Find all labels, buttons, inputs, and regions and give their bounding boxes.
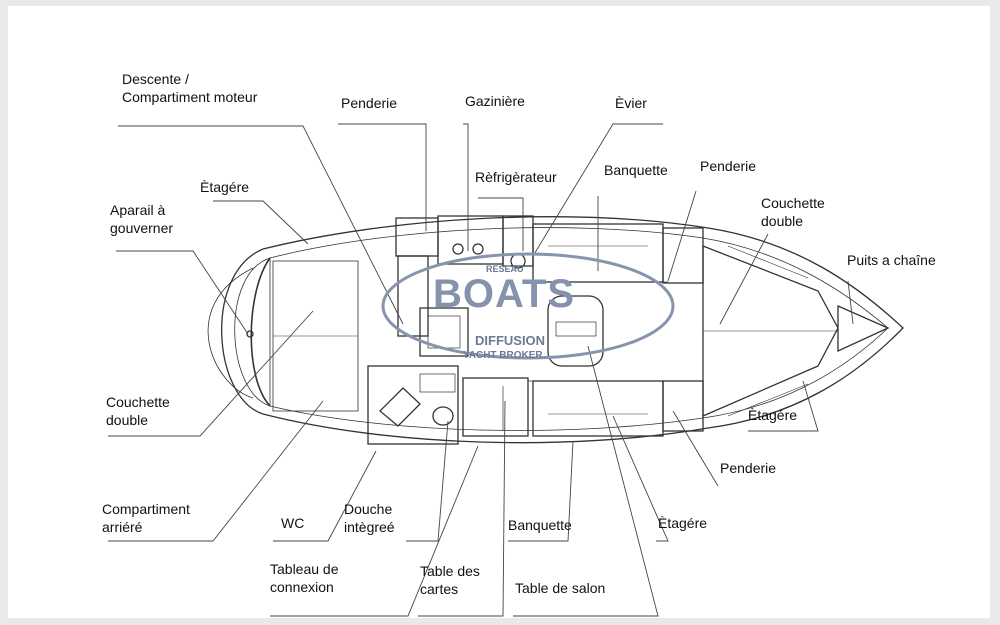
label-table-cartes-line1: Table des: [420, 563, 480, 579]
label-compartiment-line1: Compartiment: [102, 501, 190, 517]
saloon-table: [547, 295, 604, 367]
label-compartiment: Compartiment arriéré: [102, 500, 190, 536]
label-table-cartes-line2: cartes: [420, 581, 459, 597]
boat-layout-diagram: [108, 123, 904, 617]
label-douche: Douche intègreé: [344, 500, 395, 536]
label-couchette-left-line1: Couchette: [106, 394, 170, 410]
label-aparail-line2: gouverner: [110, 220, 174, 236]
label-tableau: Tableau de connexion: [270, 560, 339, 596]
label-tableau-line2: connexion: [270, 579, 334, 595]
label-evier: Èvier: [615, 95, 647, 111]
wardrobe-fwd-bottom: [662, 380, 704, 432]
label-descente-line2: Compartiment moteur: [122, 89, 258, 105]
watermark-ellipse: [381, 252, 675, 360]
label-puits: Puits a chaîne: [847, 252, 936, 268]
label-couchette-right-line2: double: [761, 213, 804, 229]
label-couchette-left-line2: double: [106, 412, 149, 428]
label-penderie-top: Penderie: [341, 95, 398, 111]
chain-locker: [837, 305, 890, 353]
label-refrigerateur: Rèfrigèrateur: [475, 169, 557, 185]
label-tableau-line1: Tableau de: [270, 561, 339, 577]
label-couchette-right-line1: Couchette: [761, 195, 825, 211]
watermark-line1: RESEAU: [486, 264, 524, 274]
label-aparail: Aparail à gouverner: [110, 201, 173, 237]
label-douche-line2: intègreé: [344, 519, 395, 535]
label-couchette-left: Couchette double: [106, 393, 170, 429]
label-banquette-top: Banquette: [604, 162, 668, 178]
label-table-cartes: Table des cartes: [420, 562, 480, 598]
engine-box: [419, 307, 469, 357]
hull-inner: [234, 227, 889, 431]
chart-table: [462, 377, 529, 437]
rudder-arc: [207, 267, 254, 399]
watermark-line4: YACHT BROKER: [463, 350, 543, 361]
label-banquette-bottom: Banquette: [508, 517, 572, 533]
label-etagere-top: Ètagére: [200, 179, 250, 195]
label-etagere-bottom: Ètagére: [658, 515, 708, 531]
label-table-salon: Table de salon: [515, 580, 606, 596]
label-compartiment-line2: arriéré: [102, 519, 143, 535]
diagram-sheet: Descente / Compartiment moteur Penderie …: [8, 6, 990, 618]
label-descente: Descente / Compartiment moteur: [122, 70, 257, 106]
label-penderie-bottom: Penderie: [720, 460, 777, 476]
label-aparail-line1: Aparail à: [110, 202, 166, 218]
rudder-post: [246, 330, 254, 338]
fridge: [502, 215, 534, 267]
label-etagere-right: Ètagére: [748, 407, 798, 423]
label-penderie-top-right: Penderie: [700, 158, 757, 174]
watermark-line3: DIFFUSION: [475, 333, 546, 348]
wc-compartment: [367, 365, 459, 445]
label-couchette-right: Couchette double: [761, 194, 825, 230]
label-douche-line1: Douche: [344, 501, 393, 517]
label-gaziniere: Gazinière: [465, 93, 525, 109]
watermark-line2: BOATS: [433, 272, 576, 316]
wardrobe-fwd-top: [662, 227, 704, 284]
settee-bottom: [532, 380, 664, 437]
label-wc: WC: [281, 515, 305, 531]
fwd-berth: [702, 245, 839, 417]
label-descente-line1: Descente /: [122, 71, 189, 87]
hull-outline: [221, 216, 904, 444]
stern-transom: [250, 257, 271, 407]
